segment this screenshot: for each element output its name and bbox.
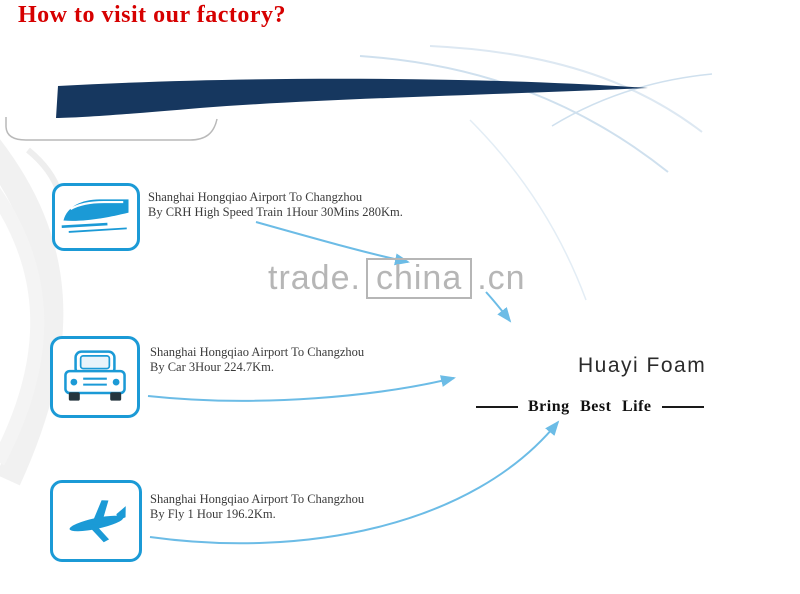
route-line2: By Car 3Hour 224.7Km. [150,360,274,374]
watermark-prefix: trade. [268,259,361,298]
tagline-dash-right [661,406,704,408]
tagline-text: Bring Best Life [528,398,652,415]
route-line1: Shanghai Hongqiao Airport To Changzhou [150,345,365,359]
plane-icon [50,480,142,562]
train-glyph [61,199,129,233]
brand-tagline: Bring Best Life [476,398,704,416]
route-line2: By Fly 1 Hour 196.2Km. [150,507,276,521]
header-swoosh [5,78,648,141]
arrow-plane-route [149,420,560,545]
route-text-train: Shanghai Hongqiao Airport To Changzhou B… [148,190,403,220]
arrow-car-route [147,375,456,402]
train-icon [52,183,140,251]
watermark-boxed: china [365,258,473,300]
route-text-car: Shanghai Hongqiao Airport To Changzhou B… [150,345,364,375]
plane-glyph [69,500,126,543]
watermark-suffix: .cn [477,259,526,298]
car-glyph [64,350,126,401]
route-line1: Shanghai Hongqiao Airport To Changzhou [150,492,365,506]
tagline-dash-left [476,406,518,408]
page-title: How to visit our factory? [18,2,287,28]
route-line1: Shanghai Hongqiao Airport To Changzhou [148,190,363,204]
watermark: trade. china .cn [268,258,526,300]
car-icon [50,336,140,418]
route-line2: By CRH High Speed Train 1Hour 30Mins 280… [148,205,403,219]
brand-name: Huayi Foam [578,354,707,377]
route-text-plane: Shanghai Hongqiao Airport To Changzhou B… [150,492,364,522]
